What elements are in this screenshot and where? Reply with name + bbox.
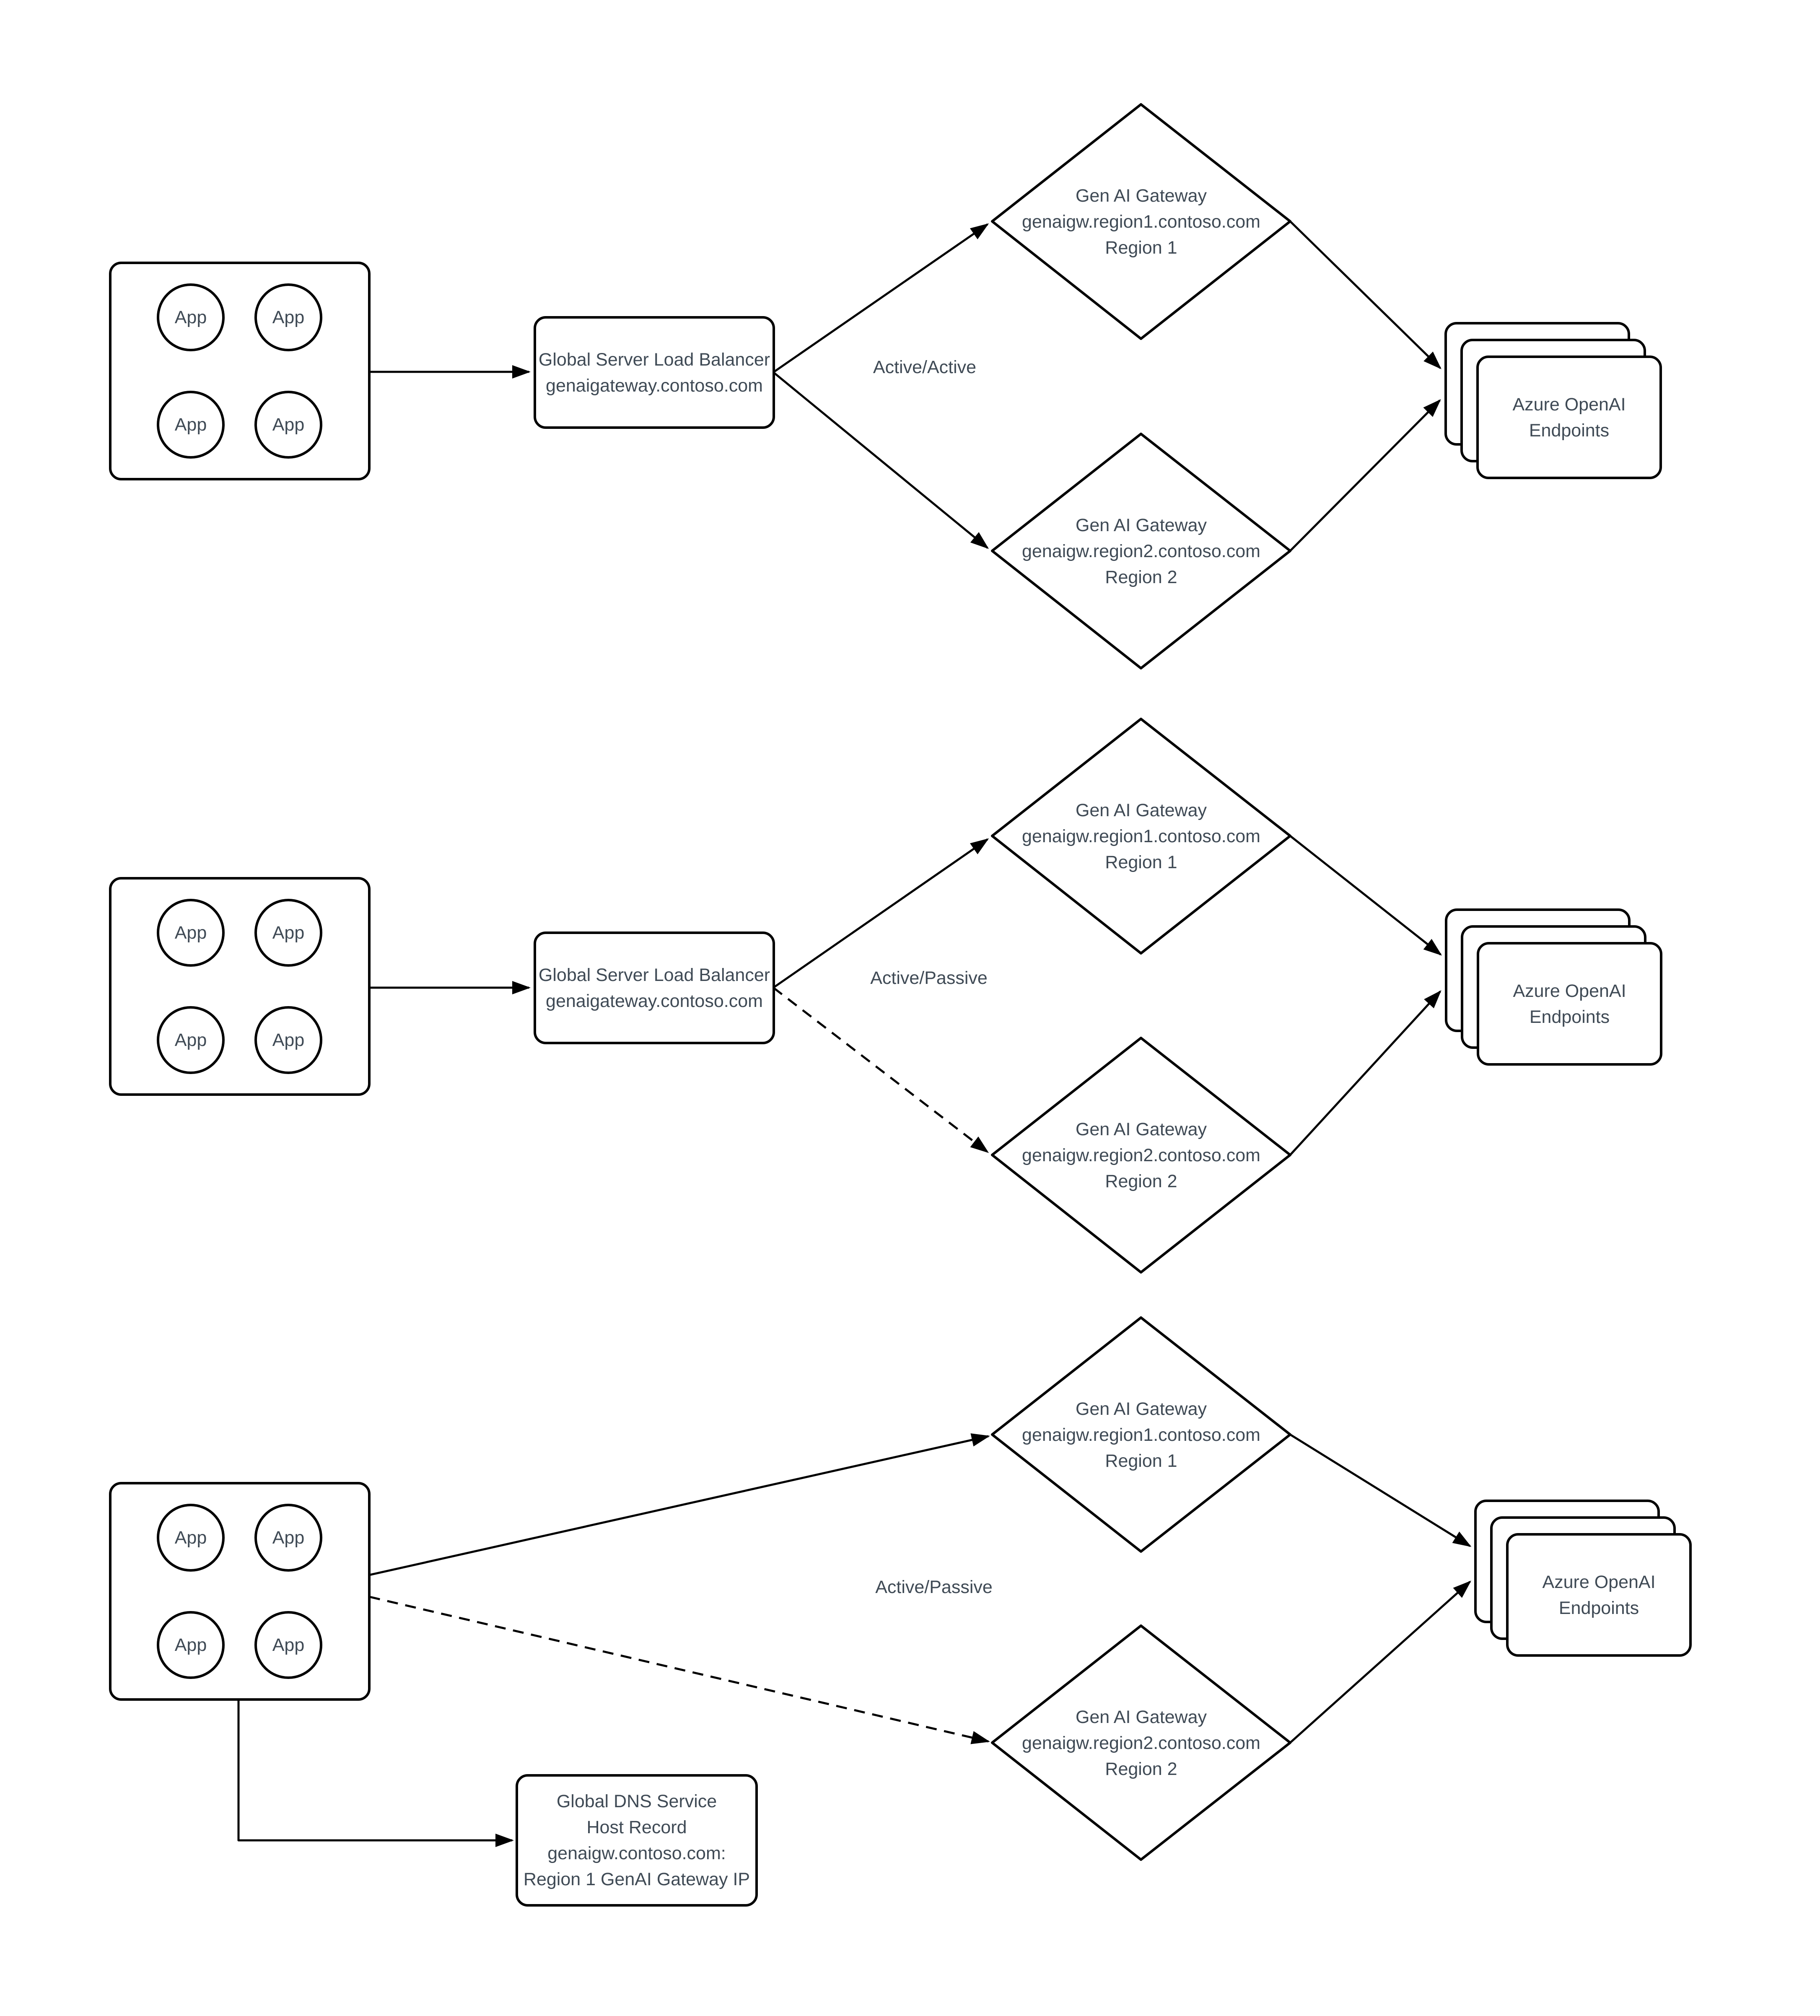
endpoints-card-front [1476,355,1662,479]
gateway-region2-diamond [991,1037,1291,1274]
edge-gslb-to-region1 [773,838,989,989]
gateway-region1-diamond [991,718,1291,955]
edge-gslb-to-region2 [773,371,989,549]
app-circle [157,1611,225,1679]
gateway-region1-diamond [991,103,1291,340]
edge-region1-to-endpoints [1289,835,1442,956]
edge-region1-to-endpoints [1289,1433,1472,1547]
apps-box [109,262,371,480]
app-circle [157,283,225,351]
edge-region2-to-endpoints [1289,1580,1471,1744]
apps-box [109,877,371,1096]
load-balancer-box [534,931,775,1044]
gateway-region2-diamond [991,1624,1291,1861]
section-active-active [109,103,1662,669]
gateway-region2-diamond [991,433,1291,669]
apps-box [109,1482,371,1701]
gateway-region1-diamond [991,1316,1291,1553]
edge-apps-to-region1 [369,1433,990,1576]
app-circle [254,899,322,967]
app-circle [157,391,225,459]
app-circle [157,899,225,967]
section-active-passive-gslb [109,718,1662,1274]
app-circle [254,1611,322,1679]
app-circle [254,391,322,459]
dns-box [516,1774,758,1907]
edge-region2-to-endpoints [1289,399,1441,552]
edge-region1-to-endpoints [1289,221,1441,369]
endpoints-card-front [1477,942,1662,1066]
app-circle [254,283,322,351]
load-balancer-box [534,316,775,429]
edge-region2-to-endpoints [1289,990,1441,1156]
endpoints-card-front [1506,1533,1692,1657]
edge-apps-to-dns [237,1699,514,1847]
app-circle [254,1504,322,1572]
app-circle [157,1006,225,1074]
edge-apps-to-region2-passive [369,1596,990,1744]
app-circle [254,1006,322,1074]
section-active-passive-dns [109,1316,1692,1907]
edge-gslb-to-region2-passive [773,987,989,1153]
app-circle [157,1504,225,1572]
edge-gslb-to-region1 [773,223,989,374]
